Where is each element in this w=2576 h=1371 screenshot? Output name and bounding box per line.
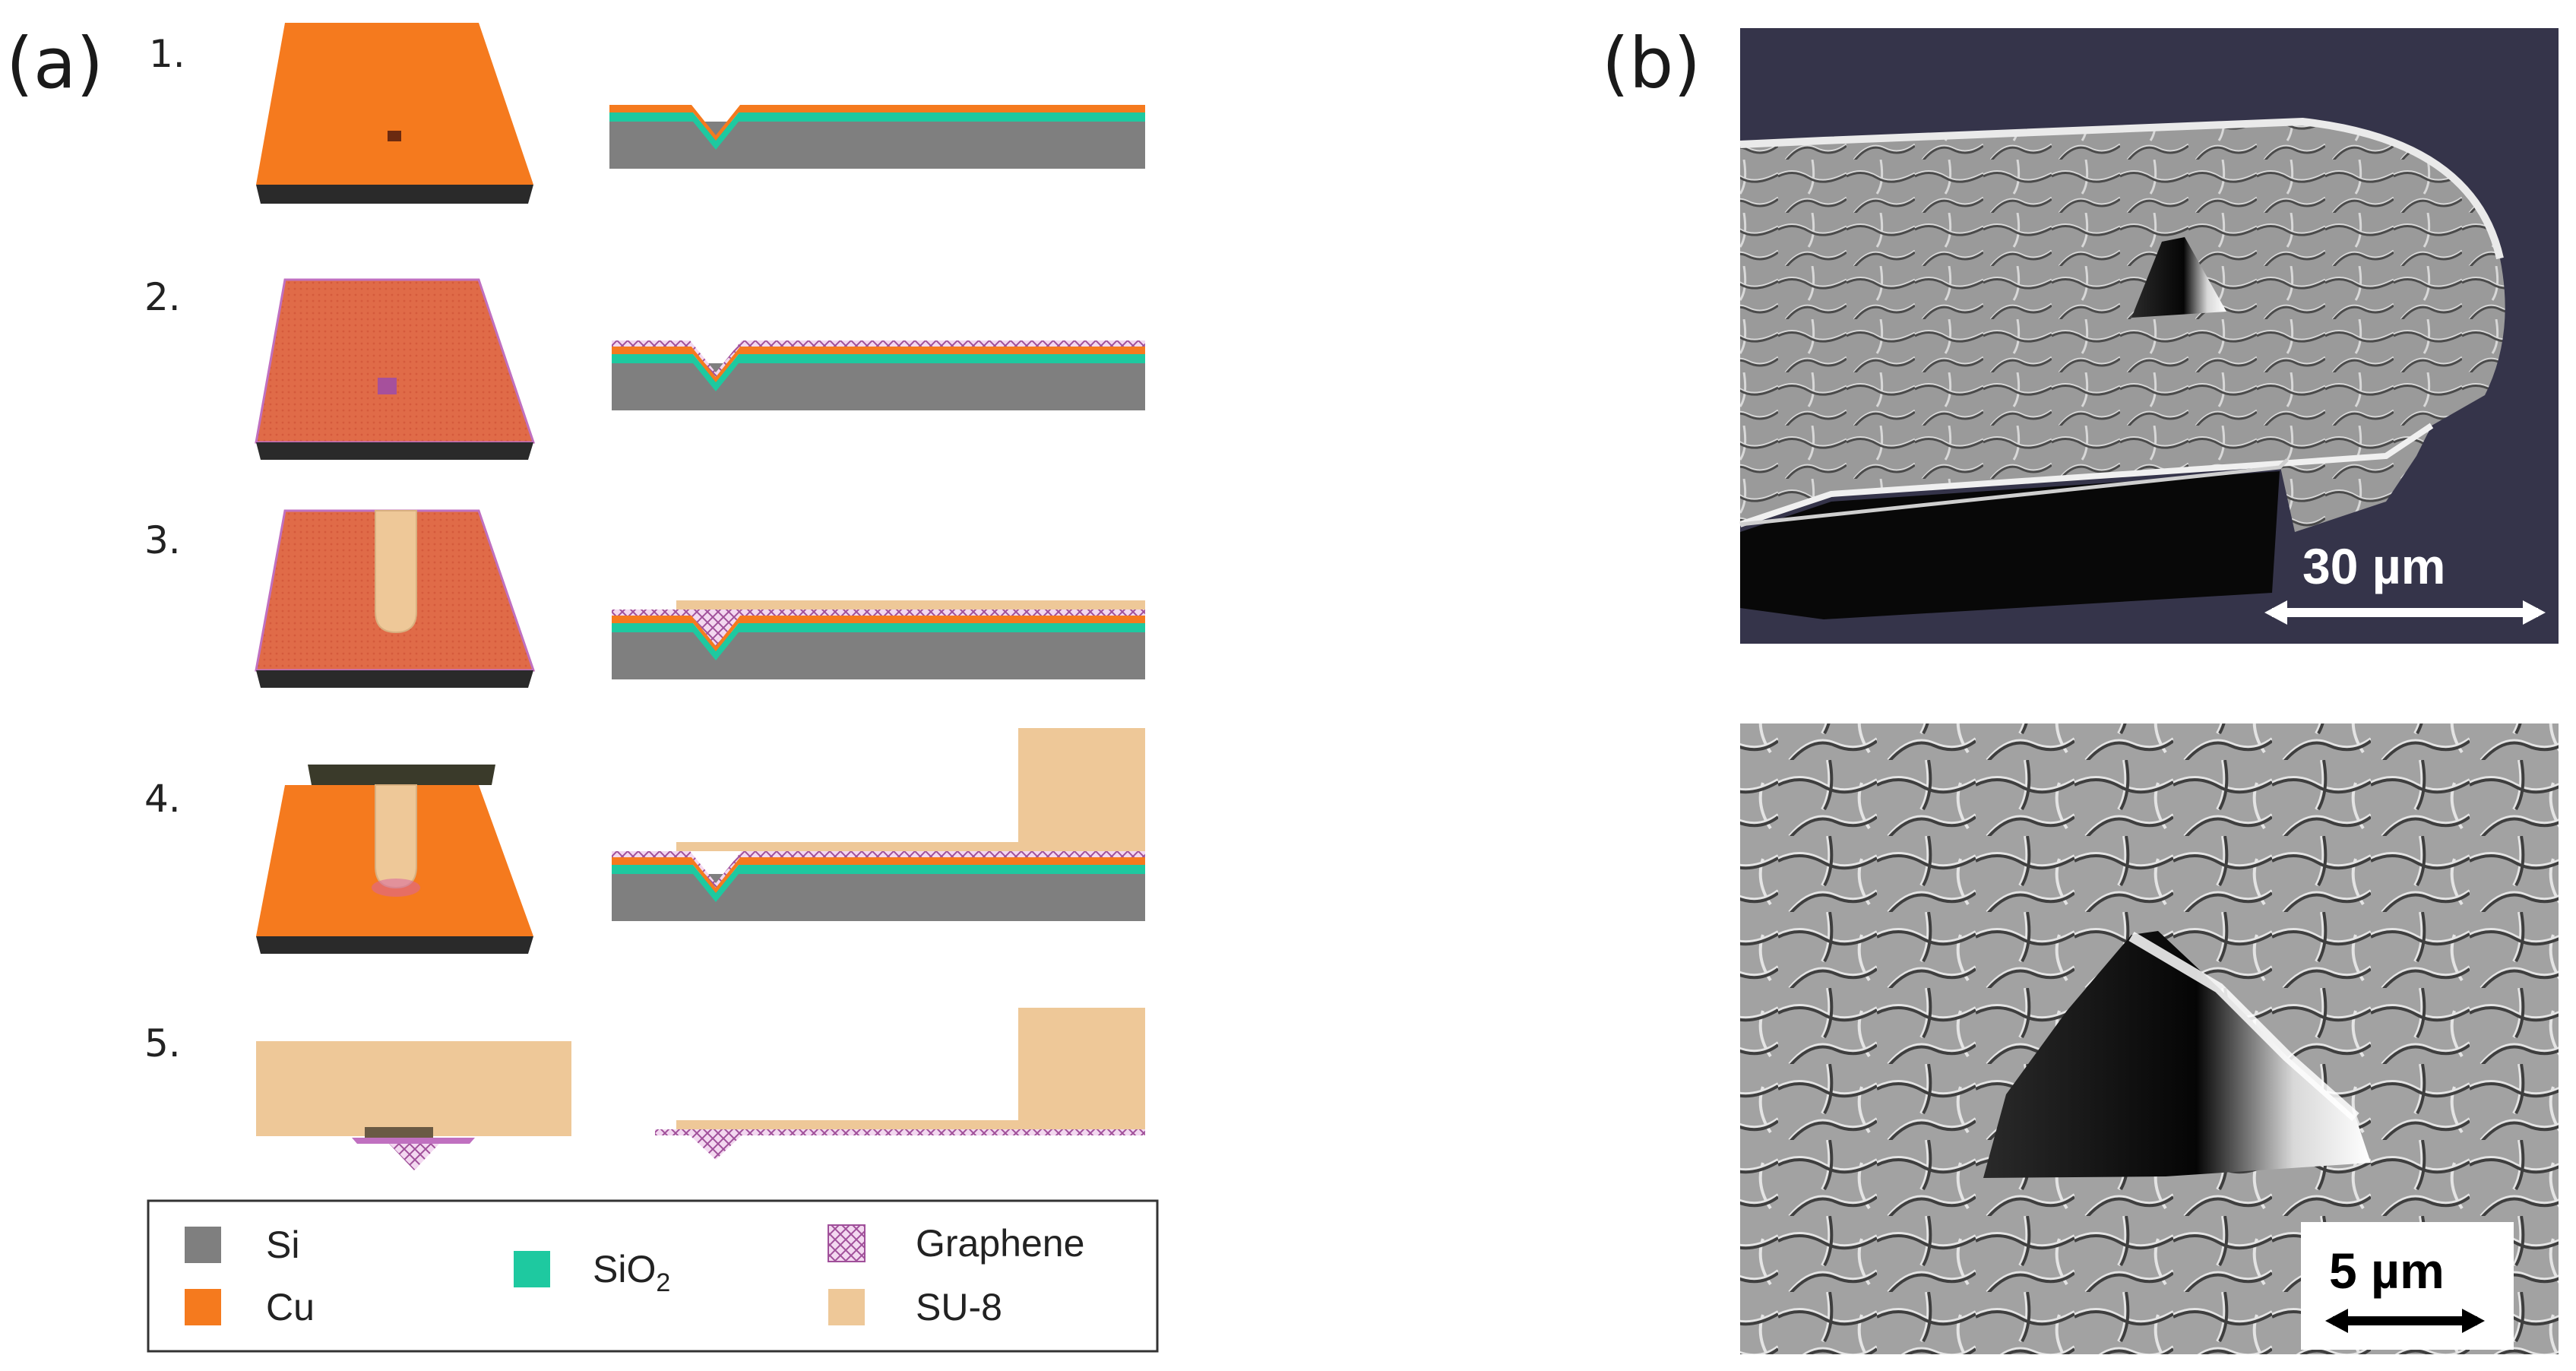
step-5-3d-view — [256, 1041, 571, 1170]
step-3-cross-section — [612, 600, 1145, 679]
legend-swatch-si — [185, 1227, 221, 1263]
step-3-3d-view — [255, 509, 536, 688]
legend-label-cu: Cu — [266, 1286, 315, 1328]
legend-swatch-graphene — [828, 1224, 866, 1262]
step-4-cross-section — [612, 728, 1145, 921]
legend-label-graphene: Graphene — [916, 1222, 1084, 1265]
legend-label-sio2: SiO2 — [593, 1248, 670, 1297]
legend-label-su8: SU-8 — [916, 1286, 1002, 1328]
scale-bar-5um-box — [2301, 1222, 2514, 1350]
scale-bar-5um-label: 5 µm — [2329, 1243, 2445, 1299]
legend-swatch-cu — [185, 1289, 221, 1325]
step-5-number: 5. — [144, 1021, 181, 1065]
step-5-cross-section — [655, 1008, 1145, 1160]
step-2-3d-view — [255, 278, 536, 460]
panel-a-label: (a) — [6, 23, 103, 104]
legend-label-si: Si — [266, 1224, 299, 1266]
legend: Si Cu SiO2 Graphene SU-8 — [147, 1199, 1159, 1353]
step-1-3d-view — [256, 23, 533, 204]
legend-swatch-sio2 — [514, 1251, 550, 1287]
step-4-number: 4. — [144, 777, 181, 821]
step-2-number: 2. — [144, 275, 181, 319]
step-2-cross-section — [612, 340, 1145, 410]
step-1-number: 1. — [149, 32, 185, 76]
scale-bar-30um-label: 30 µm — [2302, 538, 2445, 594]
sem-image-tip-closeup: 5 µm — [1740, 723, 2559, 1354]
sem-image-cantilever: 30 µm — [1739, 28, 2559, 644]
step-3-number: 3. — [144, 518, 181, 562]
step-1-cross-section — [609, 105, 1145, 169]
panel-b-label: (b) — [1602, 23, 1701, 104]
step-4-3d-view — [256, 765, 533, 954]
legend-swatch-su8 — [828, 1289, 865, 1325]
